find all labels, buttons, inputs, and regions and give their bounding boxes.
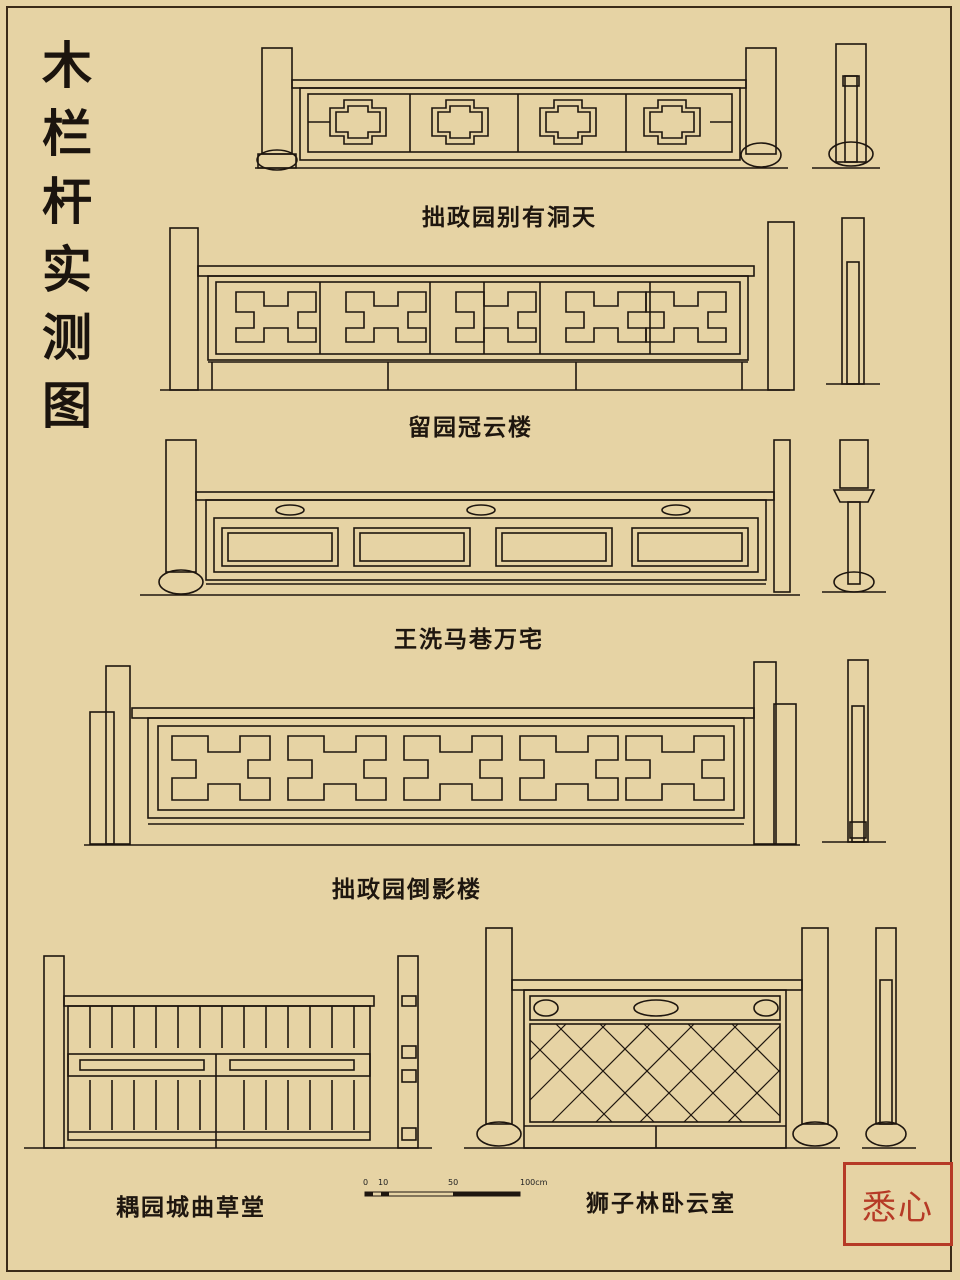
scale-label: 0 <box>363 1178 369 1187</box>
red-seal-stamp: 悉心 <box>843 1162 953 1246</box>
scale-bar: 0 10 50 100cm <box>360 1178 550 1218</box>
railing-1-section <box>812 43 880 169</box>
scale-label: 10 <box>378 1178 389 1187</box>
page-frame <box>6 6 952 1272</box>
caption-shizilin-woyunshi: 狮子林卧云室 <box>586 1190 736 1217</box>
title-char: 木 <box>42 37 92 95</box>
caption-zhuozheng-daoyinglou: 拙政园倒影楼 <box>332 876 482 903</box>
caption-liuyuan-guanyunlou: 留园冠云楼 <box>408 414 533 441</box>
scale-ruler <box>364 1191 521 1197</box>
scale-label: 50 <box>448 1178 459 1187</box>
railing-1-elevation <box>255 47 788 171</box>
railing-3-elevation <box>140 439 800 596</box>
railing-3-section <box>822 439 886 593</box>
title-char: 图 <box>42 377 92 435</box>
railing-5-elevation <box>24 955 432 1149</box>
title-char: 测 <box>42 309 92 367</box>
caption-ouyuan-chengqucaotang: 耦园城曲草堂 <box>116 1194 266 1221</box>
caption-zhuozheng-bieyoudongtian: 拙政园别有洞天 <box>422 204 597 231</box>
caption-wangxima-wanzhai: 王洗马巷万宅 <box>394 626 544 653</box>
railing-4-elevation <box>84 661 800 846</box>
vertical-title: 木 栏 杆 实 测 图 <box>36 32 98 440</box>
title-char: 杆 <box>42 173 92 231</box>
railing-2-section <box>826 217 880 385</box>
railing-2-elevation <box>160 221 795 391</box>
railing-4-section <box>822 659 886 843</box>
seal-text: 悉心 <box>862 1187 934 1228</box>
scale-label: 100cm <box>520 1178 548 1187</box>
railing-6-section <box>862 927 916 1149</box>
title-char: 栏 <box>42 105 92 163</box>
railing-6-elevation <box>464 927 840 1149</box>
title-char: 实 <box>42 241 92 299</box>
